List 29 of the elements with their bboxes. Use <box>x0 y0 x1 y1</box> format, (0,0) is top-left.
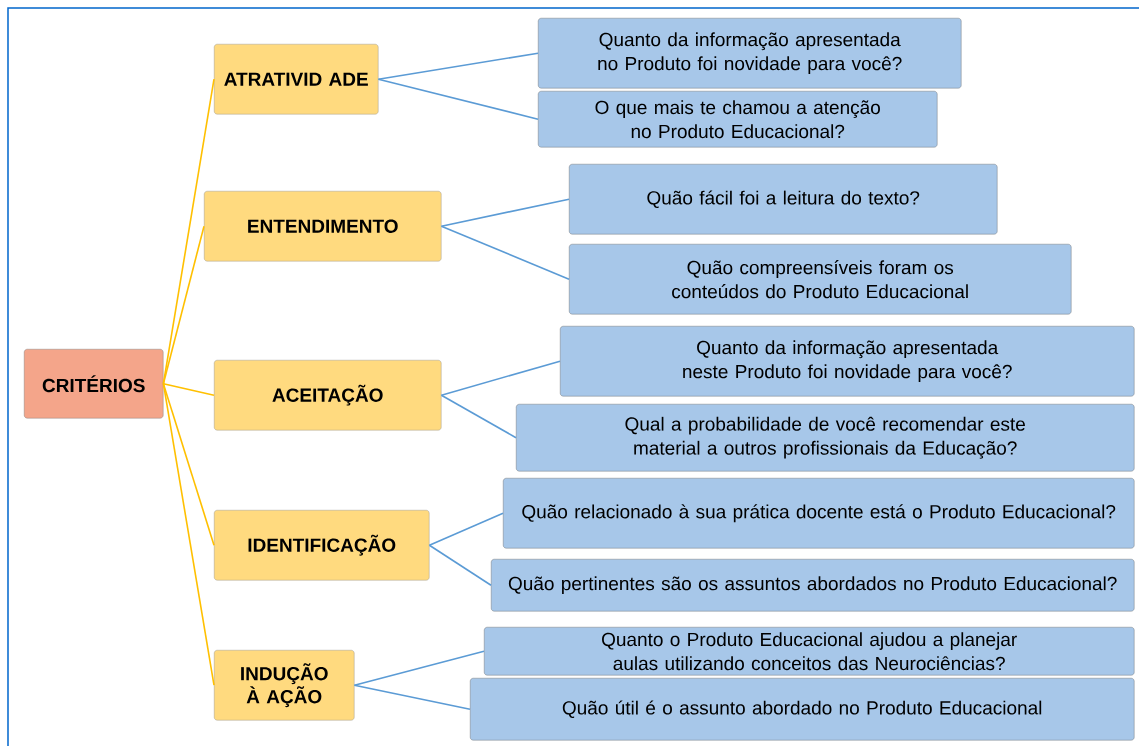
category-box: IDENTIFICAÇÃO <box>214 510 430 581</box>
category-box: ENTENDIMENTO <box>204 191 442 262</box>
connector-line <box>162 382 215 396</box>
connector-line <box>440 198 570 227</box>
connector-line <box>440 360 561 396</box>
question-box: Quão fácil foi a leitura do texto? <box>569 164 998 235</box>
category-box: INDUÇÃO À AÇÃO <box>214 650 355 721</box>
question-box: Quão útil é o assunto abordado no Produto Educacional <box>470 678 1135 741</box>
connector-line <box>440 225 570 280</box>
root-box: CRITÉRIOS <box>24 349 164 419</box>
question-box: Quanto da informação apresentada neste Produto foi novidade para você? <box>560 326 1135 397</box>
question-box: Quanto da informação apresentada no Produto foi novidade para você? <box>538 18 962 89</box>
connector-line <box>440 394 517 439</box>
connector-line <box>428 512 504 546</box>
connector-line <box>162 382 215 686</box>
category-box: ACEITAÇÃO <box>214 360 442 431</box>
connector-line <box>353 684 471 710</box>
question-box: Quão relacionado à sua prática docente está o Produto Educacional? <box>503 478 1135 549</box>
category-box: ATRATIVID ADE <box>214 44 379 115</box>
question-box: Quão pertinentes são os assuntos abordados no Produto Educacional? <box>491 559 1135 612</box>
connector-line <box>377 52 539 80</box>
connector-line <box>428 544 492 586</box>
connector-line <box>353 650 485 686</box>
question-box: O que mais te chamou a atenção no Produto Educacional? <box>538 91 938 148</box>
question-box: Quão compreensíveis foram os conteúdos do Produto Educacional <box>569 244 1072 315</box>
connector-line <box>377 78 539 120</box>
question-box: Qual a probabilidade de você recomendar este material a outros profissionais da Educação? <box>516 404 1135 472</box>
question-box: Quanto o Produto Educacional ajudou a planejar aulas utilizando conceitos das Neurociências? <box>484 627 1135 676</box>
connector-line <box>162 225 205 385</box>
